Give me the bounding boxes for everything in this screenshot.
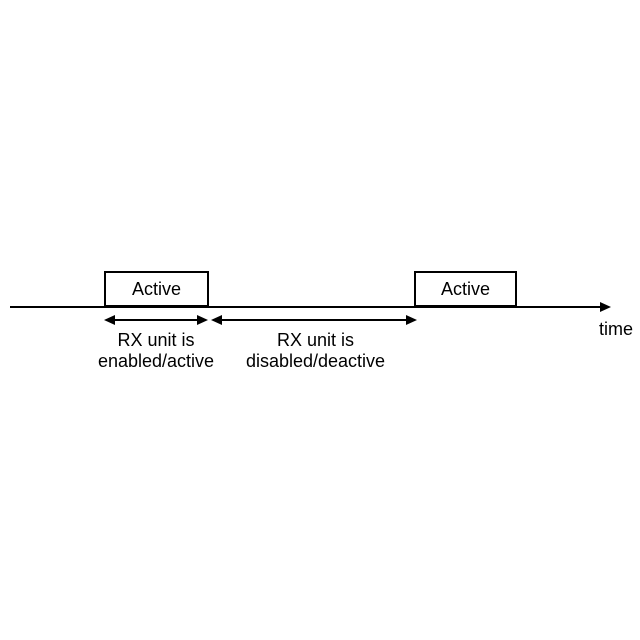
active-pulse-box-1: Active (104, 271, 209, 307)
interval-arrow-disabled-line (218, 319, 410, 321)
time-axis (10, 302, 611, 312)
interval-label-enabled: RX unit is enabled/active (66, 330, 246, 372)
arrowhead-right-icon (406, 315, 417, 325)
arrowhead-left-icon (211, 315, 222, 325)
arrowhead-right-icon (197, 315, 208, 325)
interval-label-disabled-line1: RX unit is (276, 330, 355, 350)
active-pulse-box-2: Active (414, 271, 517, 307)
interval-label-enabled-line1: RX unit is (117, 330, 195, 350)
interval-label-disabled: RX unit is disabled/deactive (223, 330, 408, 372)
time-axis-label: time (598, 319, 633, 339)
active-pulse-label-2: Active (440, 278, 491, 299)
arrowhead-left-icon (104, 315, 115, 325)
interval-arrow-enabled-line (111, 319, 201, 321)
time-axis-line (10, 306, 605, 308)
interval-arrow-disabled (211, 315, 417, 325)
interval-label-enabled-line2: enabled/active (97, 351, 215, 371)
interval-label-disabled-line2: disabled/deactive (245, 351, 386, 371)
active-pulse-label-1: Active (131, 278, 182, 299)
interval-arrow-enabled (104, 315, 208, 325)
time-axis-arrowhead-icon (600, 302, 611, 312)
